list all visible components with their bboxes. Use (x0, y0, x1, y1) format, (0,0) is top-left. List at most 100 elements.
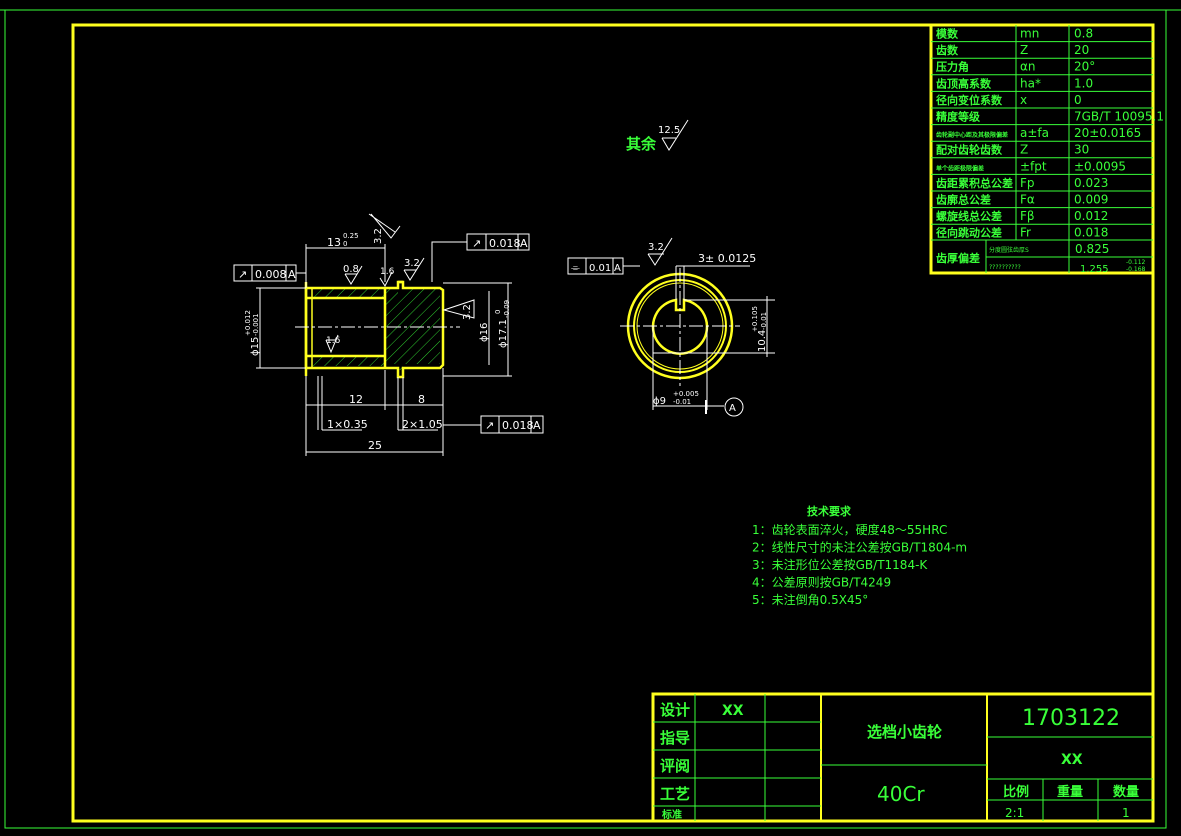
scale-label: 比例 (1003, 784, 1029, 800)
rough-32a: 3.2 (373, 228, 384, 244)
gear-param-value: 0 (1074, 93, 1082, 107)
roughness-16a-icon (379, 271, 393, 288)
gear-param-name: 模数 (936, 27, 959, 41)
gear-param-value: 7GB/T 10095.1 (1074, 110, 1164, 124)
role-review: 评阅 (660, 757, 690, 775)
rough-32b: 3.2 (404, 258, 420, 269)
dia-171-tol-low: -0.09 (503, 300, 511, 318)
gtol-bottom-value: 0.018 (502, 419, 534, 432)
gear-param-symbol: mn (1020, 27, 1039, 41)
general-roughness-value: 12.5 (658, 125, 680, 136)
roughness-08-icon (344, 265, 363, 285)
gtol-top-symbol: ↗ (472, 237, 481, 250)
roughness-16b-icon (325, 334, 339, 354)
chamfer-2: 2×1.05 (402, 418, 443, 431)
gear-param-name: 单个齿距极限偏差 (936, 164, 984, 172)
dia-171: ϕ17.1 (498, 319, 509, 348)
gear-param-name: 径向跳动公差 (936, 226, 1002, 240)
gtol-left-datum: A (288, 268, 296, 281)
tooth-thickness-tol-low: -0.168 (1126, 266, 1146, 273)
gear-param-name: 齿廓总公差 (936, 193, 991, 207)
gear-param-name: 径向变位系数 (936, 93, 1003, 107)
gtol-left-value: 0.008 (255, 268, 287, 281)
gear-param-symbol: Fα (1020, 193, 1035, 207)
dia-left-tol-up: +0.012 (244, 310, 252, 336)
designer-name: XX (722, 703, 744, 719)
end-view: ⌯ 0.01 A 3.2 3± 0.0125 10.4 +0.105 -0.01… (567, 237, 775, 417)
gear-param-symbol: Fp (1020, 176, 1035, 190)
gear-param-symbol: ha* (1020, 76, 1041, 90)
tech-req-item: 3：未注形位公差按GB/T1184-K (752, 557, 928, 572)
gear-param-name: 齿顶高系数 (936, 76, 992, 90)
tech-req-title: 技术要求 (807, 504, 852, 518)
rough-16a: 1.6 (380, 267, 395, 277)
gear-param-value: ±0.0095 (1074, 159, 1126, 173)
gear-param-name: 精度等级 (936, 110, 981, 124)
dim-13: 13 (327, 236, 341, 249)
general-roughness-label: 其余 (626, 135, 657, 153)
gear-param-symbol: x (1020, 93, 1027, 107)
tech-req-item: 4：公差原则按GB/T4249 (752, 576, 891, 590)
roughness-32c-icon (442, 299, 475, 319)
gear-param-symbol: Fβ (1020, 209, 1035, 223)
datum-a-label: A (729, 403, 736, 414)
bore-dia: ϕ9 (653, 396, 666, 407)
gear-param-symbol: Fr (1020, 226, 1031, 240)
material: 40Cr (877, 782, 925, 806)
end-roughness-icon (647, 237, 673, 266)
gear-param-name: 齿轮副中心距及其极限偏差 (936, 131, 1008, 139)
dia-16: ϕ16 (479, 323, 490, 342)
role-design: 设计 (660, 701, 690, 719)
rough-08: 0.8 (343, 264, 359, 275)
gear-param-value: 0.023 (1074, 176, 1108, 190)
section-hatch (385, 288, 440, 370)
rough-16b: 1.6 (326, 336, 341, 346)
dia-171-tol-up: 0 (494, 310, 502, 314)
rough-32c: 3.2 (462, 304, 473, 320)
key-depth: 10.4 (757, 330, 768, 352)
gear-param-value: 0.8 (1074, 27, 1093, 41)
gear-param-value: 0.012 (1074, 209, 1108, 223)
role-guide: 指导 (660, 729, 690, 747)
qty-label: 数量 (1113, 784, 1139, 800)
tooth-thickness-sub1: 分度圆弦齿厚S (989, 246, 1029, 254)
role-process: 工艺 (660, 785, 690, 803)
dim-13-tol-up: 0.25 (343, 232, 359, 240)
tooth-thickness-name: 齿厚偏差 (936, 251, 980, 265)
scale-value: 2:1 (1005, 806, 1024, 820)
tooth-thickness-tol-up: -0.112 (1126, 259, 1146, 266)
dia-left-tol-low: -0.001 (252, 313, 260, 336)
gear-param-symbol: Z (1020, 143, 1028, 157)
technical-requirements: 技术要求 1：齿轮表面淬火，硬度48～55HRC2：线性尺寸的未注公差按GB/T… (752, 504, 967, 607)
gear-param-value: 20 (1074, 43, 1089, 57)
end-rough: 3.2 (648, 242, 664, 253)
gtol-bottom-datum: A (533, 419, 541, 432)
qty-value: 1 (1122, 806, 1130, 820)
dim-12: 12 (349, 393, 363, 406)
chamfer-1: 1×0.35 (327, 418, 368, 431)
weight-label: 重量 (1057, 784, 1083, 800)
title-block: 设计 指导 评阅 工艺 标准 XX 选档小齿轮 40Cr 1703122 XX … (651, 692, 1155, 823)
gear-param-value: 1.0 (1074, 76, 1093, 90)
key-width: 3± 0.0125 (698, 252, 756, 265)
gear-param-symbol: ±fpt (1020, 159, 1047, 173)
tooth-thickness-val2: 1.255 (1080, 264, 1109, 275)
gear-param-value: 0.018 (1074, 226, 1108, 240)
dim-13-tol-low: 0 (343, 240, 347, 248)
gear-param-symbol: a±fa (1020, 126, 1049, 140)
gear-param-name: 配对齿轮齿数 (936, 143, 1003, 157)
dia-left: ϕ15 (250, 337, 261, 356)
organization: XX (1061, 752, 1083, 768)
gear-param-value: 20±0.0165 (1074, 126, 1141, 140)
key-depth-tol-low: -0.01 (760, 312, 768, 330)
gtol-left-symbol: ↗ (238, 268, 247, 281)
gtol-top-datum: A (520, 237, 528, 250)
tooth-thickness-sub2: ?????????? (989, 264, 1021, 271)
gear-param-name: 压力角 (936, 60, 969, 74)
roughness-symbol-icon (661, 119, 689, 151)
bore-tol-low: -0.01 (673, 398, 691, 406)
bore-tol-up: +0.005 (673, 390, 699, 398)
dim-25: 25 (368, 439, 382, 452)
flat-datum: A (614, 263, 621, 274)
